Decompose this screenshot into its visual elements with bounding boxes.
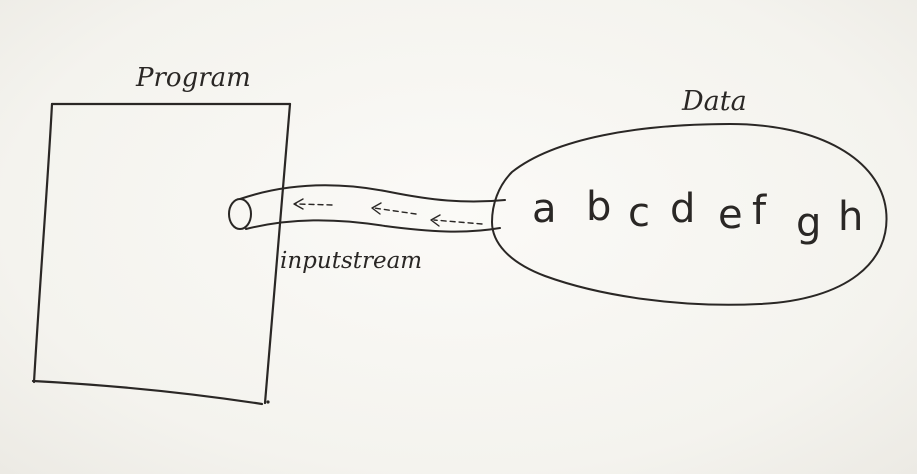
- data-letter: a: [532, 186, 557, 232]
- data-letter: d: [670, 186, 695, 232]
- data-letters: a b c d e f g h: [532, 184, 863, 246]
- data-blob: [491, 123, 888, 306]
- input-stream-tube: [228, 184, 506, 233]
- data-letter: c: [628, 190, 650, 236]
- data-letter: e: [718, 192, 743, 238]
- data-letter: g: [796, 200, 821, 246]
- data-letter: h: [838, 194, 863, 240]
- data-letter: f: [752, 188, 767, 234]
- data-label: Data: [681, 86, 747, 117]
- program-label: Program: [135, 63, 251, 93]
- inputstream-label: inputstream: [280, 248, 422, 274]
- stream-arrows: [293, 198, 483, 227]
- data-letter: b: [586, 184, 611, 230]
- program-box: [31, 102, 292, 406]
